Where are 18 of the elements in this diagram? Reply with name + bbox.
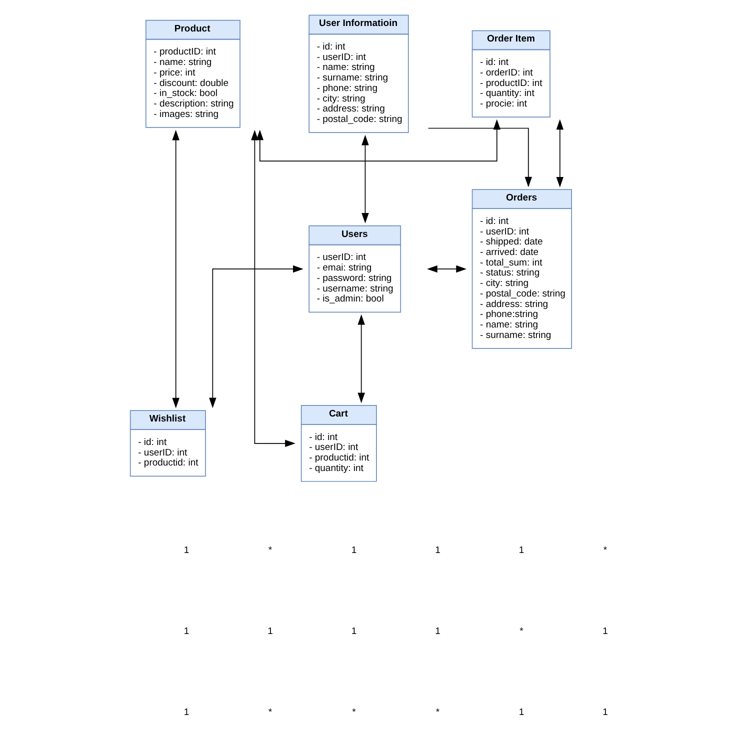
label: 1 <box>183 626 189 638</box>
label: 1 <box>350 626 356 638</box>
label: 1 <box>602 626 608 638</box>
label: * <box>602 544 607 556</box>
label: 1 <box>434 626 440 638</box>
label: 1 <box>350 544 356 556</box>
label: 1 <box>183 707 189 718</box>
label: * <box>352 707 356 718</box>
label: * <box>268 707 272 718</box>
label: 1 <box>602 707 608 718</box>
label: 1 <box>518 544 524 556</box>
label: 1 <box>267 626 272 638</box>
label: 1 <box>518 707 524 718</box>
label: * <box>268 544 272 556</box>
label: 1 <box>434 544 440 556</box>
label: 1 <box>183 544 189 556</box>
label: * <box>519 626 523 638</box>
label: * <box>435 707 440 718</box>
